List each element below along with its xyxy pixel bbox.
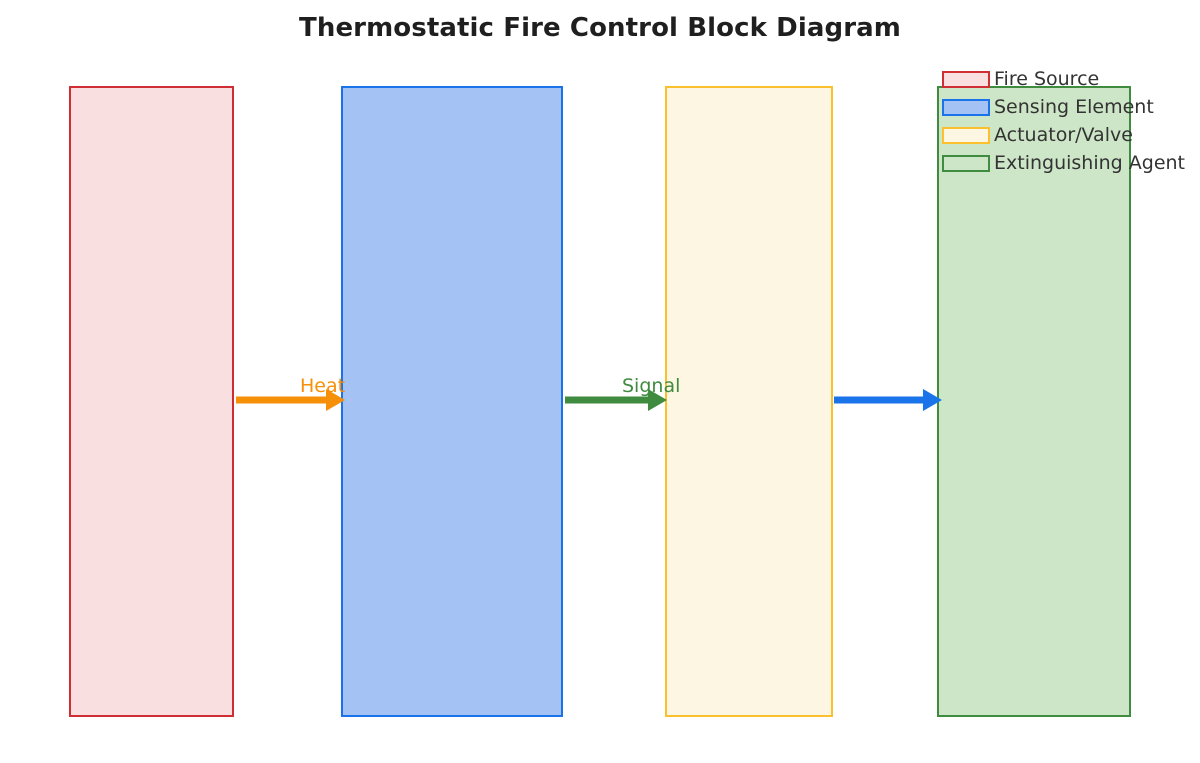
page-title: Thermostatic Fire Control Block Diagram xyxy=(299,13,901,43)
legend-item-3[interactable]: Extinguishing Agent xyxy=(937,150,1185,178)
block-fire-source[interactable] xyxy=(69,86,234,717)
legend-item-2[interactable]: Actuator/Valve xyxy=(937,122,1177,150)
arrow-discharge xyxy=(834,380,942,420)
legend-swatch-icon xyxy=(942,71,990,88)
legend-item-label: Fire Source xyxy=(994,68,1100,90)
block-sensing-element[interactable] xyxy=(341,86,563,717)
block-extinguishing-agent[interactable] xyxy=(937,86,1131,717)
legend-swatch-icon xyxy=(942,127,990,144)
block-actuator-valve[interactable] xyxy=(665,86,833,717)
legend-item-label: Actuator/Valve xyxy=(994,124,1133,146)
arrow-label-signal: Signal xyxy=(622,375,681,397)
legend-item-0[interactable]: Fire Source xyxy=(937,66,1177,94)
legend-item-1[interactable]: Sensing Element xyxy=(937,94,1177,122)
legend-swatch-icon xyxy=(942,99,990,116)
arrow-label-heat: Heat xyxy=(300,375,346,397)
legend-swatch-icon xyxy=(942,155,990,172)
arrow-signal xyxy=(565,380,667,420)
legend-item-label: Sensing Element xyxy=(994,96,1154,118)
arrow-heat xyxy=(236,380,345,420)
legend-item-label: Extinguishing Agent xyxy=(994,152,1186,174)
